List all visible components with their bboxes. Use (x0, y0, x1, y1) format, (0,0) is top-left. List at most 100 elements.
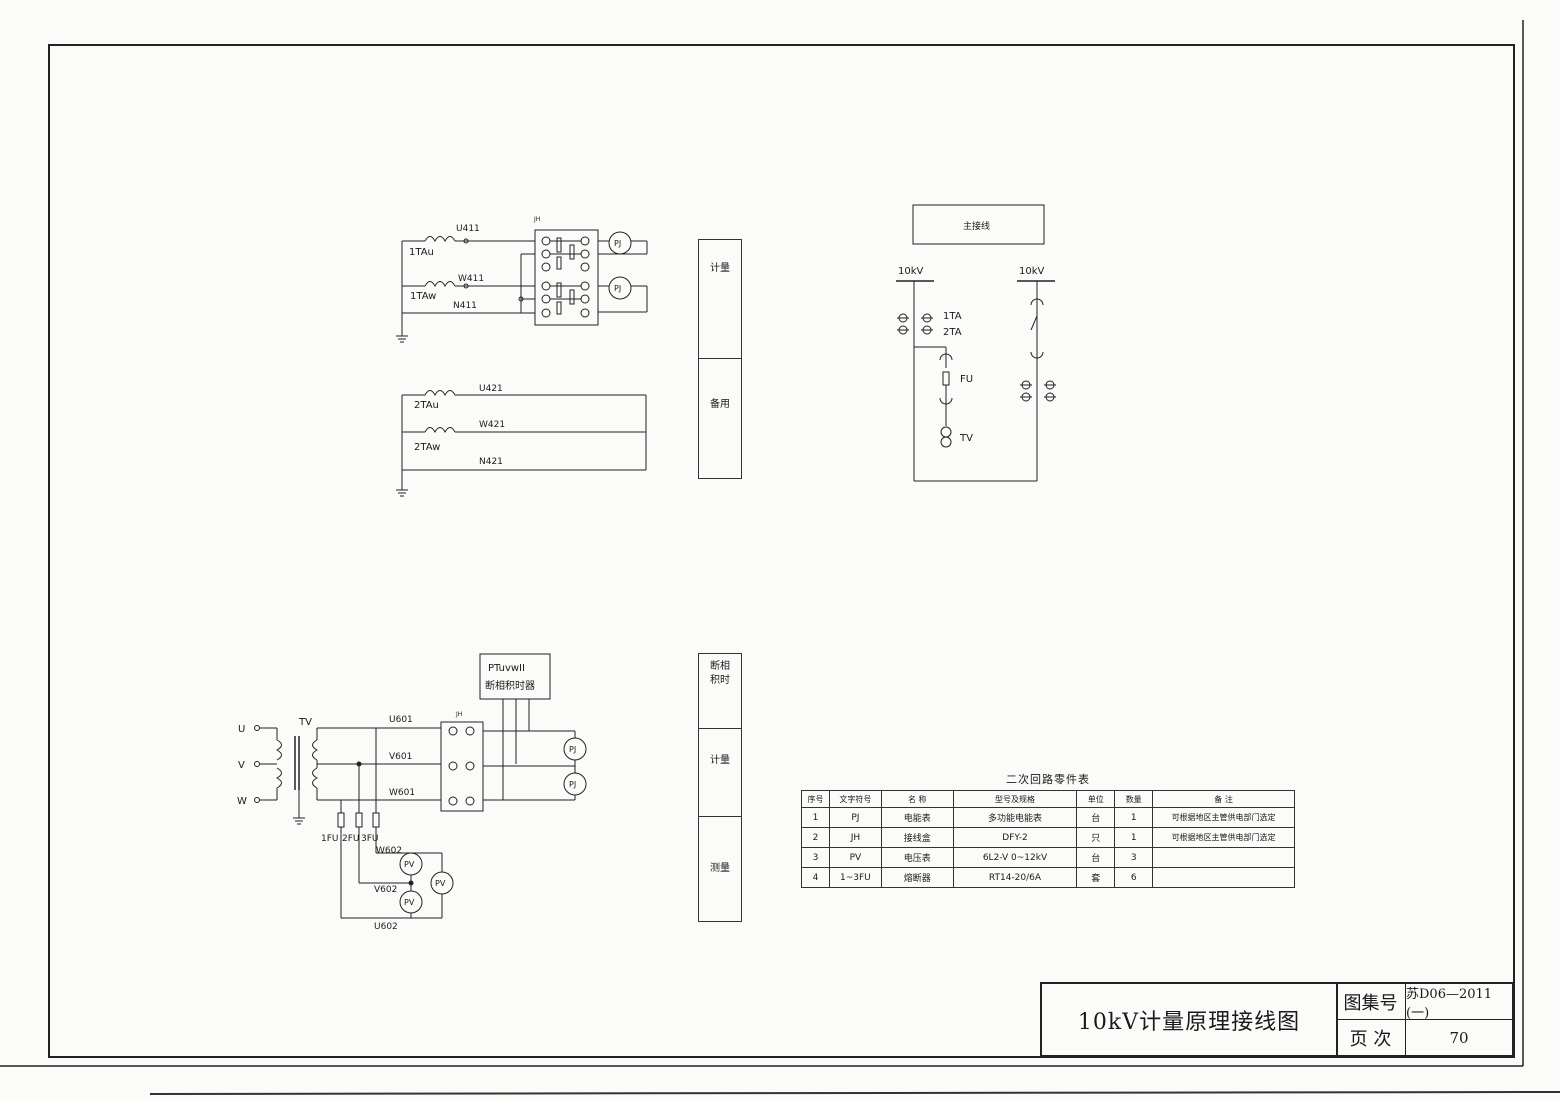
label-pj-1: PJ (614, 239, 621, 248)
parts-cell: 电能表 (880, 807, 954, 828)
parts-cell: 1 (801, 807, 830, 828)
parts-header-cell: 序号 (801, 790, 830, 808)
page-label: 页 次 (1336, 1020, 1406, 1055)
parts-table-title: 二次回路零件表 (1006, 773, 1090, 786)
label-pj-2: PJ (614, 284, 621, 293)
page-number: 70 (1449, 1028, 1469, 1047)
parts-cell: 台 (1076, 847, 1116, 868)
parts-cell: 电压表 (880, 847, 954, 868)
atlas-number: 苏D06—2011 (一) (1406, 984, 1512, 1021)
parts-cell: 套 (1076, 867, 1116, 888)
label-u421: U421 (479, 384, 503, 394)
parts-cell: 熔断器 (880, 867, 954, 888)
label-v602: V602 (374, 885, 397, 895)
label-1ta: 1TA (943, 311, 962, 322)
parts-cell: 可根据地区主管供电部门选定 (1152, 827, 1295, 848)
sheet-title: 10kV计量原理接线图 (1042, 984, 1338, 1055)
section-label-measure: 测量 (710, 863, 730, 874)
label-pj-vt-2: PJ (569, 780, 576, 789)
label-pj-vt-1: PJ (569, 745, 576, 754)
label-jh-vt: JH (455, 711, 462, 718)
timer-label-name: 断相积时器 (485, 679, 535, 692)
parts-cell: 1 (1114, 807, 1154, 828)
parts-cell: 多功能电能表 (952, 807, 1078, 828)
energy-meter-pj-2 (608, 276, 632, 300)
label-1taw: 1TAw (410, 291, 436, 302)
section-label-phase-timer: 断相积时 (710, 661, 730, 686)
label-phase-v: V (238, 760, 245, 771)
parts-cell: DFY-2 (952, 827, 1078, 848)
parts-header-cell: 名 称 (880, 790, 954, 808)
label-w601: W601 (389, 788, 415, 798)
parts-cell: 4 (801, 867, 830, 888)
parts-cell (1152, 847, 1295, 868)
parts-cell (1152, 867, 1295, 888)
label-2ta: 2TA (943, 327, 962, 338)
parts-cell: PV (828, 847, 882, 868)
ct-coil-1tau (424, 236, 456, 243)
section-label-metering-2: 计量 (710, 755, 730, 766)
main-wiring-title-box (912, 204, 1045, 245)
fuse-1fu (337, 812, 345, 828)
label-u602: U602 (374, 922, 398, 932)
label-u601: U601 (389, 715, 413, 725)
label-1tau: 1TAu (409, 247, 434, 258)
parts-cell: PJ (828, 807, 882, 828)
parts-cell: 只 (1076, 827, 1116, 848)
parts-cell: 6 (1114, 867, 1154, 888)
parts-cell: 1 (1114, 827, 1154, 848)
label-w602: W602 (376, 846, 402, 856)
junction-box-jh-vt (440, 721, 484, 812)
label-w411: W411 (458, 274, 484, 284)
label-phase-w: W (237, 796, 247, 807)
drawing-border (48, 44, 1515, 1058)
parts-header-cell: 型号及规格 (952, 790, 1078, 808)
bus-label-right: 10kV (1019, 266, 1045, 277)
parts-cell: JH (828, 827, 882, 848)
energy-meter-pj-1 (608, 231, 632, 255)
label-n411: N411 (453, 301, 477, 311)
main-wiring-title: 主接线 (963, 220, 990, 232)
label-3fu: 3FU (361, 834, 379, 844)
ct-spare-circuit (396, 390, 647, 497)
parts-cell: RT14-20/6A (952, 867, 1078, 888)
section-divider-2 (698, 816, 742, 817)
ct-metering-circuit (396, 229, 648, 343)
section-label-spare: 备用 (710, 399, 730, 410)
section-divider-top (698, 358, 742, 359)
parts-header-cell: 备 注 (1152, 790, 1295, 808)
section-divider-1 (698, 728, 742, 729)
title-block: 10kV计量原理接线图 图集号 苏D06—2011 (一) 页 次 70 (1040, 982, 1514, 1057)
breaker-blade (1030, 315, 1038, 331)
voltage-transformer-tv-1 (940, 426, 952, 438)
parts-cell: 台 (1076, 807, 1116, 828)
label-v601: V601 (389, 752, 412, 762)
section-strip-bottom (698, 653, 742, 922)
label-u411: U411 (456, 224, 480, 234)
atlas-label: 图集号 (1336, 984, 1406, 1020)
scan-edge (149, 1091, 1560, 1095)
vt-metering-circuit (254, 653, 587, 919)
parts-cell: 2 (801, 827, 830, 848)
label-2tau: 2TAu (414, 400, 439, 411)
parts-cell: 3 (801, 847, 830, 868)
energy-meter-pj-vt-2 (563, 772, 587, 796)
label-w421: W421 (479, 420, 505, 430)
energy-meter-pj-vt-1 (563, 737, 587, 761)
label-2fu: 2FU (342, 834, 360, 844)
label-pv-3: PV (435, 879, 446, 888)
label-pv-1: PV (404, 860, 415, 869)
section-strip-top (698, 239, 742, 479)
parts-table-header: 序号文字符号名 称型号及规格单位数量备 注 (801, 790, 1295, 808)
bus-label-left: 10kV (898, 266, 924, 277)
label-jh-top: JH (533, 216, 540, 223)
parts-cell: 3 (1114, 847, 1154, 868)
label-tv-vt: TV (298, 717, 312, 728)
parts-header-cell: 数量 (1114, 790, 1154, 808)
parts-cell: 可根据地区主管供电部门选定 (1152, 807, 1295, 828)
parts-cell: 6L2-V 0~12kV (952, 847, 1078, 868)
